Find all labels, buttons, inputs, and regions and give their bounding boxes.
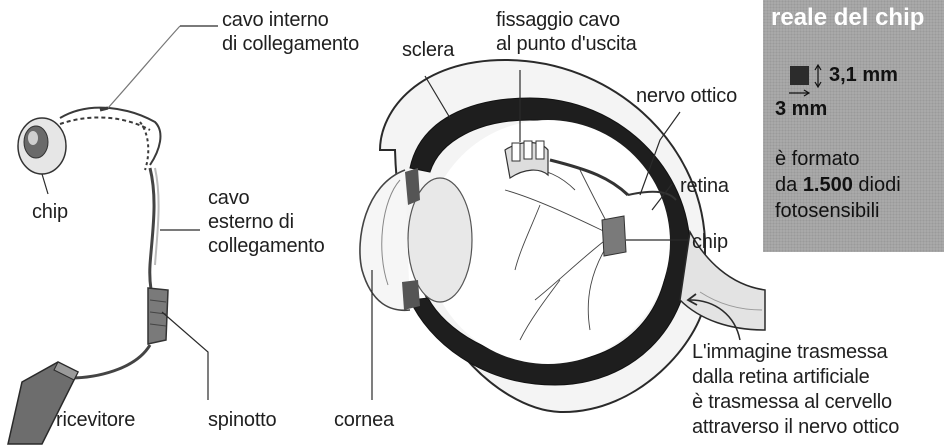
label-optic-nerve: nervo ottico: [636, 84, 737, 108]
label-internal-cable-line1: cavo interno: [222, 8, 359, 32]
label-chip-right: chip: [692, 230, 728, 254]
chip-size-swatch: [790, 66, 809, 85]
chip-width: 3 mm: [775, 98, 827, 121]
label-fixation-line1: fissaggio cavo: [496, 8, 637, 32]
width-arrow-icon: [787, 88, 811, 98]
caption-line3: è trasmessa al cervello: [692, 390, 899, 415]
label-receiver: ricevitore: [56, 408, 135, 432]
label-retina: retina: [680, 174, 729, 198]
internal-cable: [60, 26, 180, 170]
caption-line2: dalla retina artificiale: [692, 365, 899, 390]
label-external-cable-line3: collegamento: [208, 234, 325, 258]
diode-count: 1.500: [803, 174, 853, 196]
caption: L'immagine trasmessa dalla retina artifi…: [692, 340, 899, 440]
chip-info-panel: reale del chip 3,1 mm 3 mm è formato da …: [763, 0, 944, 252]
chip-desc-line2: da 1.500 diodi: [775, 174, 901, 197]
chip-info-title: reale del chip: [771, 4, 924, 32]
label-cornea: cornea: [334, 408, 394, 432]
height-arrow-icon: [813, 64, 823, 88]
label-fixation: fissaggio cavo al punto d'uscita: [496, 8, 637, 56]
label-external-cable: cavo esterno di collegamento: [208, 186, 325, 258]
chip-height: 3,1 mm: [829, 64, 898, 87]
caption-line4: attraverso il nervo ottico: [692, 415, 899, 440]
chip-desc-pre: da: [775, 174, 803, 196]
label-fixation-line2: al punto d'uscita: [496, 32, 637, 56]
plug-connector: [148, 288, 168, 344]
caption-line1: L'immagine trasmessa: [692, 340, 899, 365]
label-external-cable-line1: cavo: [208, 186, 325, 210]
label-external-cable-line2: esterno di: [208, 210, 325, 234]
chip-desc-line3: fotosensibili: [775, 200, 880, 223]
label-sclera: sclera: [402, 38, 454, 62]
label-chip-left: chip: [32, 200, 68, 224]
external-cable: [70, 168, 159, 378]
chip-desc-post: diodi: [853, 174, 901, 196]
small-eye: [18, 118, 66, 174]
chip-desc-line1: è formato: [775, 148, 859, 171]
label-plug: spinotto: [208, 408, 276, 432]
label-internal-cable: cavo interno di collegamento: [222, 8, 359, 56]
label-internal-cable-line2: di collegamento: [222, 32, 359, 56]
